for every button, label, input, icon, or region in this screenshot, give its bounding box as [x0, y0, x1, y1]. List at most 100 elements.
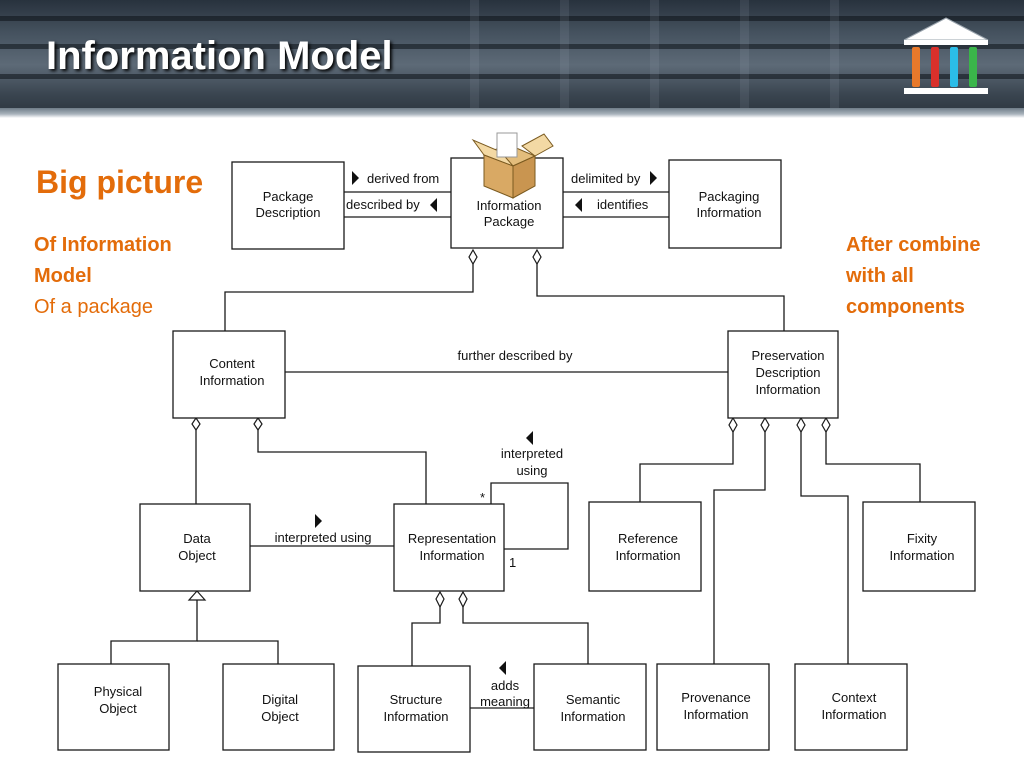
- slide-title: Information Model: [46, 34, 393, 78]
- aggregation-diamond-icon: [253, 416, 263, 432]
- library-column: [740, 0, 749, 118]
- generalization-triangle-icon: [187, 590, 207, 601]
- box-physical-object: Physical Object: [57, 663, 170, 751]
- box-preservation-description-information: Preservation Description Information: [727, 330, 839, 419]
- connector-gen-digital: [197, 640, 279, 664]
- box-label: Content: [209, 356, 255, 371]
- relation-interpreted-using: interpreted using: [275, 530, 372, 545]
- connector-ip-content: [224, 264, 474, 331]
- library-column: [470, 0, 479, 118]
- left-note-line: Of Information: [34, 234, 172, 256]
- right-note-line: After combine: [846, 234, 981, 256]
- arrow-right-icon: [650, 171, 657, 185]
- direction-arrows: [315, 171, 657, 675]
- relation-identifies: identifies: [597, 197, 649, 212]
- connector-pdi-provenance: [713, 432, 766, 664]
- box-fixity-information: Fixity Information: [862, 501, 976, 592]
- library-column: [560, 0, 569, 118]
- box-label: Description: [255, 205, 320, 220]
- library-shelf: [0, 44, 1024, 49]
- library-shelf: [0, 16, 1024, 21]
- box-label: Fixity: [907, 531, 938, 546]
- box-data-object: Data Object: [139, 503, 251, 592]
- relation-further-described-by: further described by: [458, 348, 573, 363]
- aggregation-diamond-icon: [821, 416, 831, 434]
- aggregation-diamond-icon: [760, 416, 770, 434]
- aggregation-diamond-icon: [191, 416, 201, 432]
- connector-pdi-context: [800, 432, 849, 664]
- box-label: Semantic: [566, 692, 621, 707]
- box-package-description: Package Description: [231, 161, 345, 250]
- box-digital-object: Digital Object: [222, 663, 335, 751]
- box-label: Information: [199, 373, 264, 388]
- relation-adds-meaning: adds: [491, 678, 520, 693]
- library-column: [650, 0, 659, 118]
- arrow-right-icon: [352, 171, 359, 185]
- arrow-left-icon: [575, 198, 582, 212]
- box-information-package: Information Package: [450, 132, 564, 249]
- box-label: Information: [419, 548, 484, 563]
- box-provenance-information: Provenance Information: [656, 663, 770, 751]
- arrow-left-icon: [430, 198, 437, 212]
- box-structure-information: Structure Information: [357, 665, 471, 753]
- box-label: Digital: [262, 692, 298, 707]
- box-label: Package: [263, 189, 314, 204]
- header-divider: [0, 108, 1024, 118]
- relation-interpreted-using-self: using: [516, 463, 547, 478]
- box-label: Information: [560, 709, 625, 724]
- connector-rep-structure: [411, 607, 441, 666]
- box-label: Context: [832, 690, 877, 705]
- box-label: Information: [476, 198, 541, 213]
- aggregation-diamond-icon: [468, 248, 478, 266]
- box-label: Packaging: [699, 189, 760, 204]
- box-label: Provenance: [681, 690, 750, 705]
- box-label: Information: [683, 707, 748, 722]
- box-content-information: Content Information: [172, 330, 286, 419]
- box-label: Information: [889, 548, 954, 563]
- relation-interpreted-using-self: interpreted: [501, 446, 563, 461]
- box-label: Information: [615, 548, 680, 563]
- arrow-right-icon: [315, 514, 322, 528]
- aggregation-diamond-icon: [435, 590, 445, 609]
- box-label: Preservation: [752, 348, 825, 363]
- relation-labels: derived from described by delimited by i…: [275, 171, 649, 709]
- connector-rep-semantic: [462, 607, 589, 664]
- library-shelf: [0, 74, 1024, 79]
- box-label: Structure: [390, 692, 443, 707]
- package-box-icon: [471, 132, 554, 199]
- connector-pdi-reference: [639, 432, 734, 502]
- connector-pdi-fixity: [825, 432, 921, 502]
- big-picture-heading: Big picture: [36, 164, 204, 200]
- left-note-line: Of a package: [34, 296, 153, 318]
- connector-ip-pdi: [536, 264, 785, 331]
- box-label: Object: [261, 709, 299, 724]
- box-label: Object: [178, 548, 216, 563]
- right-note: After combine with all components: [846, 230, 1016, 323]
- box-label: Object: [99, 701, 137, 716]
- right-note-line: components: [846, 296, 965, 318]
- box-label: Information: [821, 707, 886, 722]
- aggregation-diamond-icon: [532, 248, 542, 266]
- left-note-line: Model: [34, 265, 92, 287]
- aggregation-markers: [187, 248, 831, 609]
- arrow-left-icon: [499, 661, 506, 675]
- relation-delimited-by: delimited by: [571, 171, 641, 186]
- arrow-left-icon: [526, 431, 533, 445]
- multiplicity-many: *: [480, 490, 485, 505]
- box-label: Representation: [408, 531, 496, 546]
- relation-adds-meaning: meaning: [480, 694, 530, 709]
- museum-columns-icon: [903, 17, 989, 94]
- box-context-information: Context Information: [794, 663, 908, 751]
- connector-gen-physical: [110, 600, 198, 664]
- box-reference-information: Reference Information: [588, 501, 702, 592]
- box-packaging-information: Packaging Information: [668, 159, 782, 249]
- relation-described-by: described by: [346, 197, 420, 212]
- library-column: [830, 0, 839, 118]
- slide-header: Information Model: [0, 0, 1024, 118]
- box-semantic-information: Semantic Information: [533, 663, 647, 751]
- box-label: Package: [484, 214, 535, 229]
- box-label: Reference: [618, 531, 678, 546]
- aggregation-diamond-icon: [728, 416, 738, 434]
- box-label: Information: [383, 709, 448, 724]
